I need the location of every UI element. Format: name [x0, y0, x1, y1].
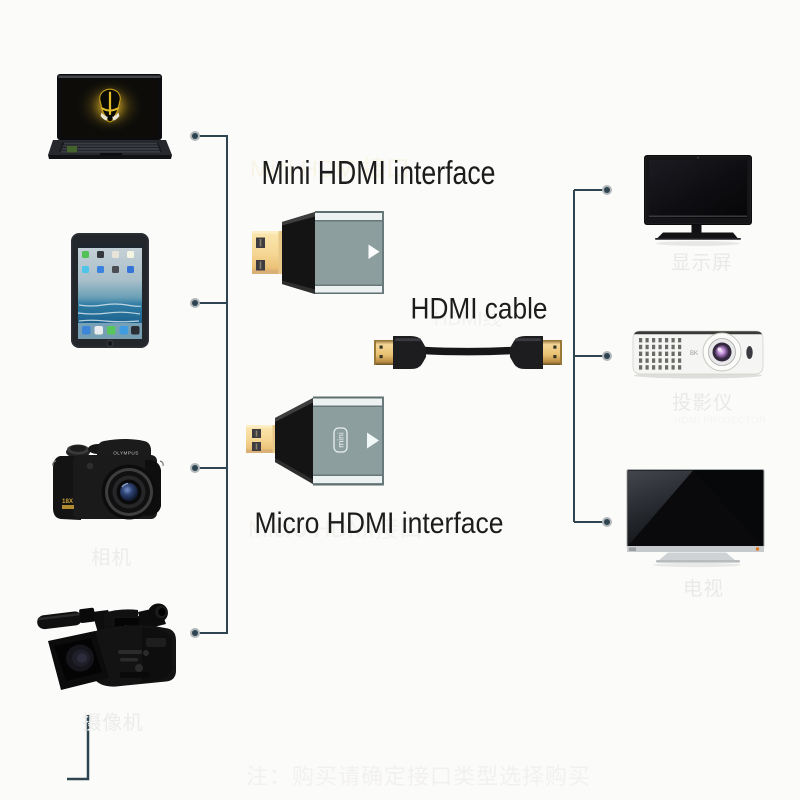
svg-text:BK: BK: [690, 351, 698, 357]
svg-text:HDMI PROJECTOR: HDMI PROJECTOR: [674, 415, 766, 426]
svg-text:Mini HDMI interface: Mini HDMI interface: [262, 154, 496, 191]
svg-text:Mini HDMI接口: Mini HDMI接口: [250, 156, 410, 183]
svg-text:mini: mini: [336, 432, 346, 448]
svg-text:投影仪: 投影仪: [672, 392, 734, 414]
svg-text:电视: 电视: [683, 578, 724, 600]
svg-text:显示屏: 显示屏: [671, 252, 733, 274]
svg-text:摄像机: 摄像机: [82, 712, 144, 734]
svg-text:Micro HDMI接口: Micro HDMI接口: [248, 516, 423, 543]
svg-text:注：购买请确定接口类型选择购买: 注：购买请确定接口类型选择购买: [246, 764, 591, 789]
svg-text:HDMI线: HDMI线: [434, 308, 502, 330]
svg-text:18X: 18X: [62, 498, 74, 505]
svg-text:HDMI cable: HDMI cable: [411, 293, 548, 326]
svg-text:相机: 相机: [91, 547, 132, 569]
svg-text:Micro HDMI interface: Micro HDMI interface: [255, 507, 504, 540]
svg-text:OLYMPUS: OLYMPUS: [113, 451, 139, 456]
